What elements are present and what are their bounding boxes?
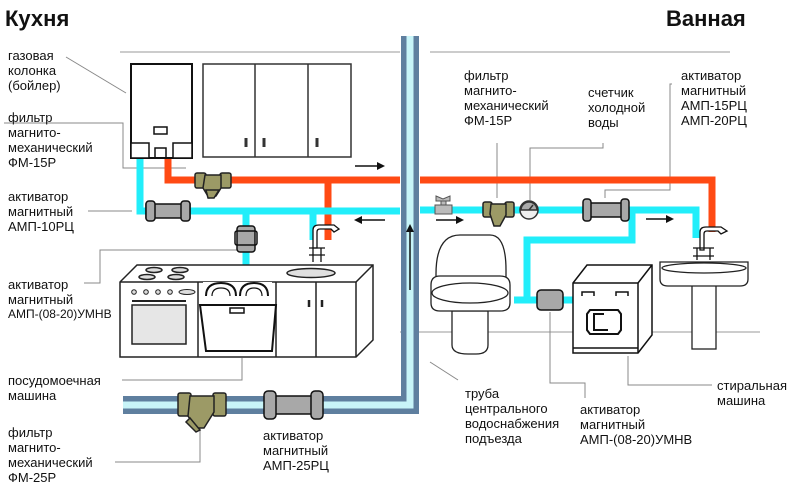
kitchen-filter <box>194 172 232 199</box>
label-line: газовая <box>8 48 54 63</box>
label-line: механический <box>464 98 549 113</box>
label-line: активатор <box>580 402 641 417</box>
leader-kitchen-activator-umnv <box>84 249 246 284</box>
label-line: машина <box>717 393 766 408</box>
label-line: (бойлер) <box>8 78 61 93</box>
label-line: активатор <box>8 189 69 204</box>
leader-bath-activator-umnv <box>549 312 586 398</box>
kitchen-activator-10 <box>145 200 191 222</box>
label-line: магнито- <box>464 83 517 98</box>
leader-washing-machine <box>627 356 712 386</box>
label-line: холодной <box>588 100 646 115</box>
label-line: магнитный <box>580 417 646 432</box>
bath-filter <box>482 201 515 227</box>
label-line: АМП-(08-20)УМНВ <box>580 432 693 447</box>
label-line: магнито- <box>8 125 61 140</box>
label-line: магнитный <box>263 443 329 458</box>
bathroom-title: Ванная <box>666 6 746 31</box>
label-line: посудомоечная <box>8 373 101 388</box>
gas-boiler <box>130 63 193 159</box>
leader-dishwasher <box>122 358 243 381</box>
label-line: магнито- <box>8 440 61 455</box>
leader-lines <box>4 56 712 463</box>
leader-gas-boiler <box>65 56 127 94</box>
label-line: АМП-20РЦ <box>681 113 747 128</box>
water-meter <box>519 200 539 220</box>
shutoff-valve <box>434 195 453 215</box>
label-line: АМП-(08-20)УМНВ <box>8 307 112 321</box>
label-line: АМП-10РЦ <box>8 219 74 234</box>
label-line: фильтр <box>8 110 53 125</box>
label-line: магнитный <box>681 83 747 98</box>
label-line: машина <box>8 388 57 403</box>
main-activator <box>263 390 324 420</box>
bathroom-faucet <box>693 226 729 260</box>
label-line: стиральная <box>717 378 787 393</box>
label-line: воды <box>588 115 619 130</box>
label-line: ФМ-15Р <box>8 155 57 170</box>
label-line: счетчик <box>588 85 634 100</box>
leader-water-meter <box>529 143 604 200</box>
leader-kitchen-filter <box>4 122 186 169</box>
main-filter <box>177 392 227 433</box>
label-line: механический <box>8 140 93 155</box>
kitchen-activator-umnv <box>234 225 258 253</box>
label-line: центрального <box>465 401 548 416</box>
toilet <box>430 234 511 355</box>
leader-bath-activator <box>604 83 672 198</box>
label-line: АМП-15РЦ <box>681 98 747 113</box>
kitchen-title: Кухня <box>5 6 70 31</box>
dishwasher <box>198 281 278 352</box>
label-line: магнитный <box>8 204 74 219</box>
label-line: ФМ-15Р <box>464 113 513 128</box>
label-line: активатор <box>681 68 742 83</box>
label-line: активатор <box>263 428 324 443</box>
label-line: ФМ-25Р <box>8 470 57 485</box>
label-line: АМП-25РЦ <box>263 458 329 473</box>
flow-arrows <box>354 162 674 224</box>
label-line: подъезда <box>465 431 522 446</box>
label-line: магнитный <box>8 292 74 307</box>
leader-main-filter <box>115 418 201 463</box>
label-line: водоснабжения <box>465 416 560 431</box>
label-line: труба <box>465 386 500 401</box>
bathroom-sink <box>659 261 749 350</box>
label-line: колонка <box>8 63 57 78</box>
label-line: фильтр <box>8 425 53 440</box>
leader-riser <box>429 361 459 381</box>
label-line: фильтр <box>464 68 509 83</box>
kitchen-faucet <box>309 224 341 262</box>
label-line: механический <box>8 455 93 470</box>
washing-machine <box>572 264 653 354</box>
bath-activator <box>582 198 630 222</box>
wall-cabinets <box>202 63 352 158</box>
bath-activator-umnv <box>536 289 564 311</box>
label-line: активатор <box>8 277 69 292</box>
